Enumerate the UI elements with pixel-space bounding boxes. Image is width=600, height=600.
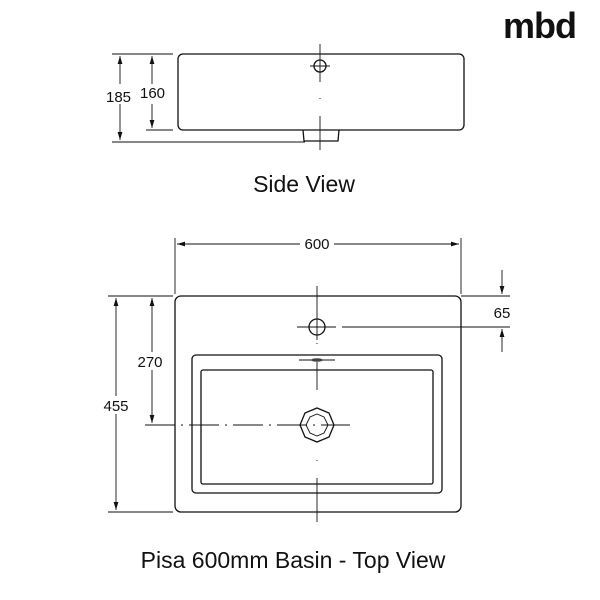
- dim-label-backdrop: [103, 84, 163, 104]
- side-waste-outlet: [302, 129, 340, 142]
- dim-label-backdrop: [134, 352, 168, 370]
- dim-label-backdrop: [100, 396, 134, 414]
- top-view: 600 65 455 270 Pisa 600mm Basin - Top Vi…: [100, 236, 510, 573]
- dim-label-600: 600: [304, 236, 329, 253]
- dim-label-185: 185: [106, 89, 131, 106]
- top-basin-outline: [174, 295, 462, 513]
- side-view: 185 160 Side View: [103, 44, 465, 197]
- side-view-caption: Side View: [253, 171, 355, 197]
- drain: [299, 407, 335, 443]
- drain-inner: [305, 413, 329, 437]
- side-basin-body: [177, 53, 465, 131]
- dim-label-160: 160: [140, 85, 165, 102]
- overflow-slot: [311, 358, 323, 362]
- dim-label-455: 455: [103, 398, 128, 415]
- dim-label-65: 65: [494, 305, 511, 322]
- brand-logo: mbd: [503, 5, 576, 46]
- top-view-caption: Pisa 600mm Basin - Top View: [141, 547, 446, 573]
- dim-label-270: 270: [137, 354, 162, 371]
- dim-label-backdrop: [300, 236, 334, 252]
